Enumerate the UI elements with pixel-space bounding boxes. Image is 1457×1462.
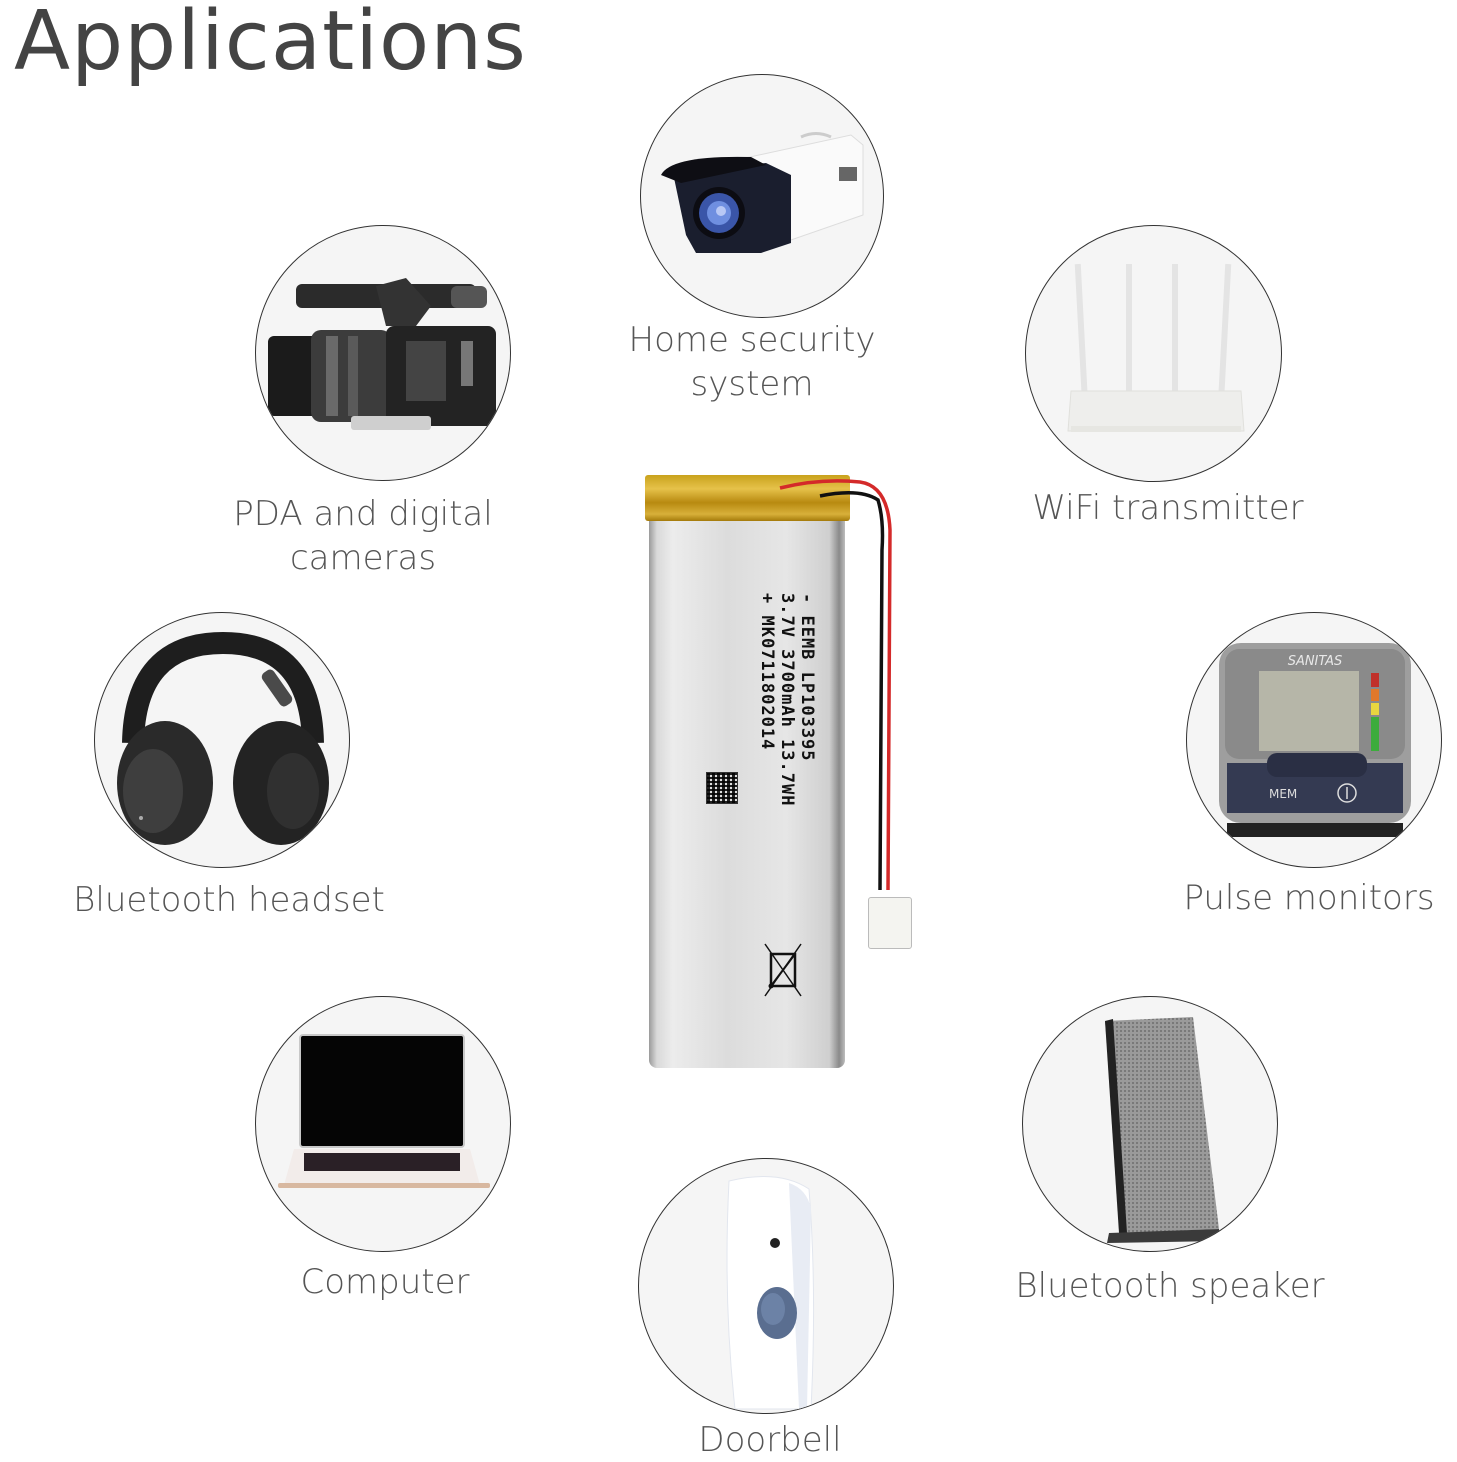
doorbell-icon: [726, 1176, 815, 1410]
video-camera-icon: [268, 278, 496, 430]
battery-qr-code: [706, 772, 738, 804]
battery-label: - EEMB LP103395 3.7V 3700mAh 13.7WH + MK…: [757, 593, 817, 807]
battery-wires: [779, 479, 892, 891]
app-label-pulse-monitors: Pulse monitors: [1183, 878, 1435, 918]
battery-body: [649, 503, 845, 1068]
device-mem-button: MEM: [1269, 787, 1297, 801]
device-brand: SANITAS: [1288, 654, 1343, 669]
page-title: Applications: [14, 0, 527, 89]
app-label-home-security: Home security system: [628, 320, 876, 404]
app-label-computer: Computer: [300, 1262, 470, 1302]
speaker-icon: [1105, 1017, 1221, 1243]
laptop-icon: [278, 1034, 490, 1188]
app-circle-pda-digital-cameras: [255, 225, 511, 481]
app-label-bluetooth-headset: Bluetooth headset: [73, 880, 385, 920]
app-label-pda-digital-cameras: PDA and digital cameras: [233, 494, 493, 578]
app-label-bluetooth-speaker: Bluetooth speaker: [1015, 1266, 1325, 1306]
security-camera-icon: [661, 132, 864, 253]
app-label-wifi-transmitter: WiFi transmitter: [1032, 488, 1304, 528]
app-circle-bluetooth-headset: [94, 612, 350, 868]
battery-jst-connector: [868, 897, 912, 949]
wifi-router-icon: [1067, 263, 1245, 432]
blood-pressure-monitor-icon: SANITAS MEM: [1219, 643, 1411, 837]
app-circle-bluetooth-speaker: [1022, 996, 1278, 1252]
app-circle-wifi-transmitter: [1025, 225, 1282, 482]
headphones-icon: [117, 631, 329, 845]
app-circle-home-security: [640, 74, 884, 318]
app-circle-pulse-monitors: SANITAS MEM: [1186, 612, 1442, 868]
app-circle-computer: [255, 996, 511, 1252]
app-label-doorbell: Doorbell: [698, 1420, 842, 1460]
lipo-battery: - EEMB LP103395 3.7V 3700mAh 13.7WH + MK…: [645, 475, 850, 1075]
app-circle-doorbell: [638, 1158, 894, 1414]
no-trash-recycle-icon: [764, 943, 802, 997]
